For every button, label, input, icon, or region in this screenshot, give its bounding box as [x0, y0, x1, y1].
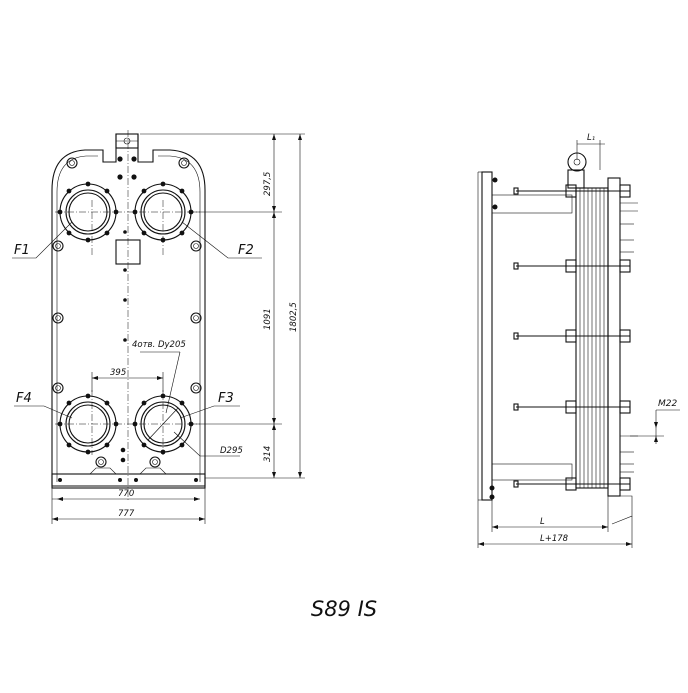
frame-bolts: [52, 156, 202, 482]
label-f1: F1: [14, 243, 30, 258]
dim-length: L: [540, 517, 545, 527]
dim-l1: L₁: [587, 133, 595, 143]
label-f2: F2: [238, 243, 254, 258]
front-view: F1 F2 F4 F3 4отв. Dy205 D295 395 770 777: [12, 130, 305, 524]
label-f3: F3: [218, 391, 234, 406]
model-caption: S89 IS: [310, 597, 378, 621]
frame-inner-line: [56, 155, 201, 482]
fixed-frame-plate: [481, 171, 493, 501]
label-f4: F4: [16, 391, 32, 406]
center-plate-window: [115, 239, 141, 265]
dim-top-port-offset: 297,5: [263, 172, 273, 196]
dim-bolt-circle: D295: [220, 446, 243, 456]
bolt-stubs: [620, 202, 638, 473]
port-f4-flange: [57, 393, 119, 455]
plate-pack: [575, 187, 609, 489]
dim-total-height: 1802,5: [289, 302, 299, 332]
tie-rods: [513, 184, 631, 491]
dim-frame-width-outer: 777: [118, 509, 135, 519]
port-f1-flange: [57, 181, 119, 243]
dim-bottom-port-offset: 314: [263, 446, 273, 462]
frame-bottom-strip: [51, 473, 206, 489]
dim-port-spacing-vertical: 1091: [263, 308, 273, 330]
dim-length-total: L+178: [540, 534, 569, 544]
pressure-plate: [607, 177, 621, 497]
flange-note: 4отв. Dy205: [132, 340, 186, 350]
dim-frame-width-inner: 770: [118, 489, 134, 499]
dim-port-spacing-horizontal: 395: [110, 368, 126, 378]
side-view: L₁ M22 L L+178: [477, 133, 680, 548]
dim-thread-m22: M22: [658, 399, 677, 409]
